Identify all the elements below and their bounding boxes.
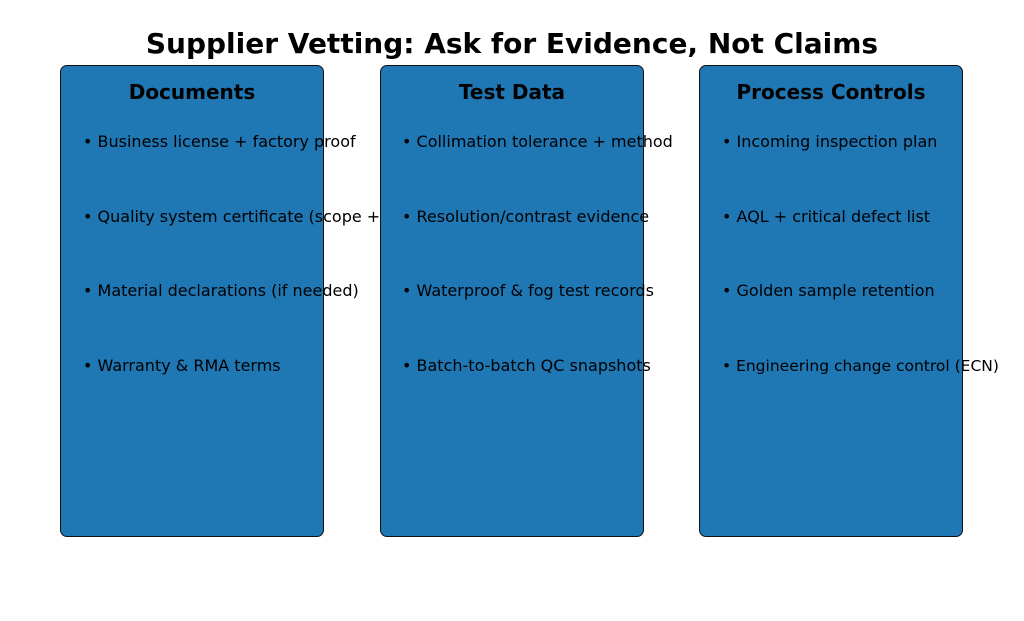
list-item: • Resolution/contrast evidence bbox=[402, 207, 650, 226]
card-heading-process-controls: Process Controls bbox=[736, 80, 926, 104]
list-item: • Batch-to-batch QC snapshots bbox=[402, 356, 651, 375]
list-item: • Warranty & RMA terms bbox=[83, 356, 281, 375]
card-heading-test-data: Test Data bbox=[458, 80, 566, 104]
card-process-controls bbox=[699, 65, 963, 537]
list-item: • Quality system certificate (scope + is… bbox=[83, 207, 440, 226]
list-item: • Collimation tolerance + method bbox=[402, 132, 673, 151]
list-item: • Golden sample retention bbox=[722, 281, 935, 300]
list-item: • Engineering change control (ECN) bbox=[722, 357, 999, 375]
card-heading-documents: Documents bbox=[128, 80, 256, 104]
list-item: • Waterproof & fog test records bbox=[402, 281, 654, 300]
list-item: • Incoming inspection plan bbox=[722, 132, 938, 151]
card-test-data bbox=[380, 65, 644, 537]
list-item: • Material declarations (if needed) bbox=[83, 281, 359, 300]
list-item: • AQL + critical defect list bbox=[722, 207, 931, 226]
diagram-title: Supplier Vetting: Ask for Evidence, Not … bbox=[145, 27, 879, 60]
list-item: • Business license + factory proof bbox=[83, 132, 356, 151]
card-documents bbox=[60, 65, 324, 537]
